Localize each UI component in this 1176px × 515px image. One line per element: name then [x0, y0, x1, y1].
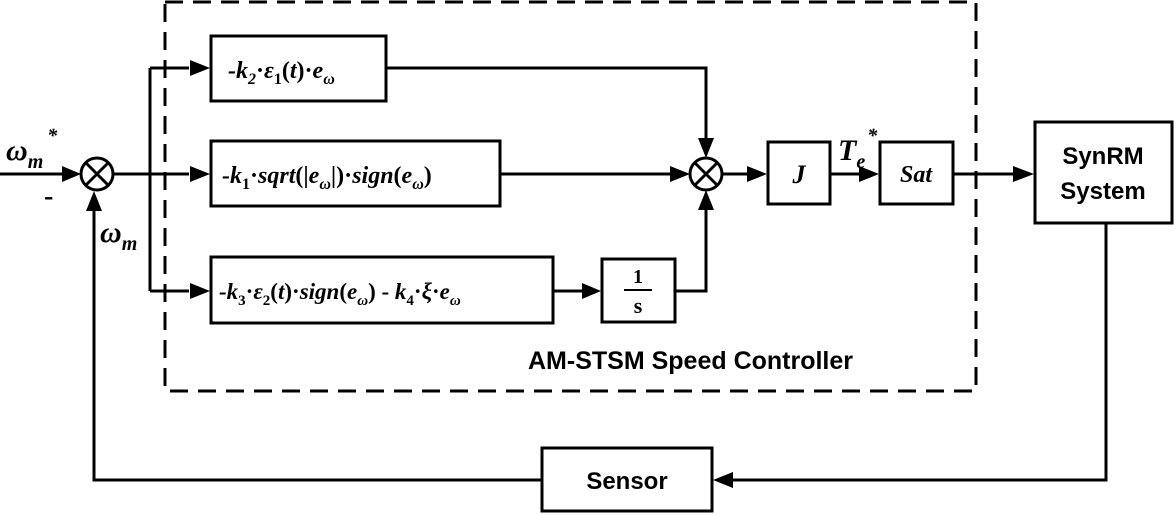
plant-to-sensor-line — [733, 223, 1108, 482]
summing-junction-control — [688, 156, 724, 192]
arrowhead-gain — [747, 166, 767, 182]
block-top-expression: -k2·ε1(t)·eω — [228, 58, 335, 88]
summing-junction-error — [79, 156, 115, 192]
block-middle-gain — [209, 139, 502, 208]
feedback-signal-label: ωm — [100, 216, 137, 255]
block-top-gain — [209, 34, 388, 103]
reference-arrowhead — [62, 166, 81, 182]
plant-label-line2: System — [1060, 178, 1145, 205]
arrowhead-bottom-block — [190, 283, 210, 299]
sensor-label: Sensor — [586, 468, 667, 495]
torque-reference-label: Te* — [838, 125, 878, 173]
arrowhead-middle-block — [190, 166, 210, 182]
controller-label: AM-STSM Speed Controller — [528, 347, 853, 375]
arrowhead-sum-top — [698, 138, 714, 158]
block-saturation — [878, 140, 955, 206]
top-to-sum-line — [386, 66, 708, 138]
controller-boundary — [163, 0, 978, 393]
plant-label-line1: SynRM — [1062, 143, 1143, 170]
minus-sign: - — [44, 181, 53, 212]
block-sensor — [540, 446, 714, 513]
integrator-denominator: s — [634, 293, 643, 318]
arrowhead-feedback — [86, 191, 102, 211]
arrowhead-top-block — [190, 60, 210, 76]
block-bottom-gain — [209, 255, 555, 325]
arrowhead-sum-bottom — [698, 190, 714, 210]
arrowhead-plant — [1013, 166, 1034, 182]
saturation-label: Sat — [900, 162, 933, 188]
arrowhead-saturation — [859, 166, 879, 182]
integrator-to-sum-line — [675, 210, 708, 293]
inertia-gain-label: J — [792, 160, 807, 189]
block-bottom-expression: -k3·ε2(t)·sign(eω) - k4·ξ·eω — [219, 279, 461, 309]
integrator-numerator: 1 — [633, 266, 643, 288]
block-middle-expression: -k1·sqrt(|eω|)·sign(eω) — [222, 163, 432, 193]
block-inertia-gain — [766, 140, 832, 206]
arrowhead-integrator — [582, 283, 601, 299]
sensor-to-sum-line — [92, 211, 542, 482]
arrowhead-sensor — [713, 472, 733, 488]
reference-signal-label: ωm* — [6, 125, 58, 173]
arrowhead-sum-left — [670, 166, 690, 182]
block-synrm-system — [1033, 120, 1174, 225]
